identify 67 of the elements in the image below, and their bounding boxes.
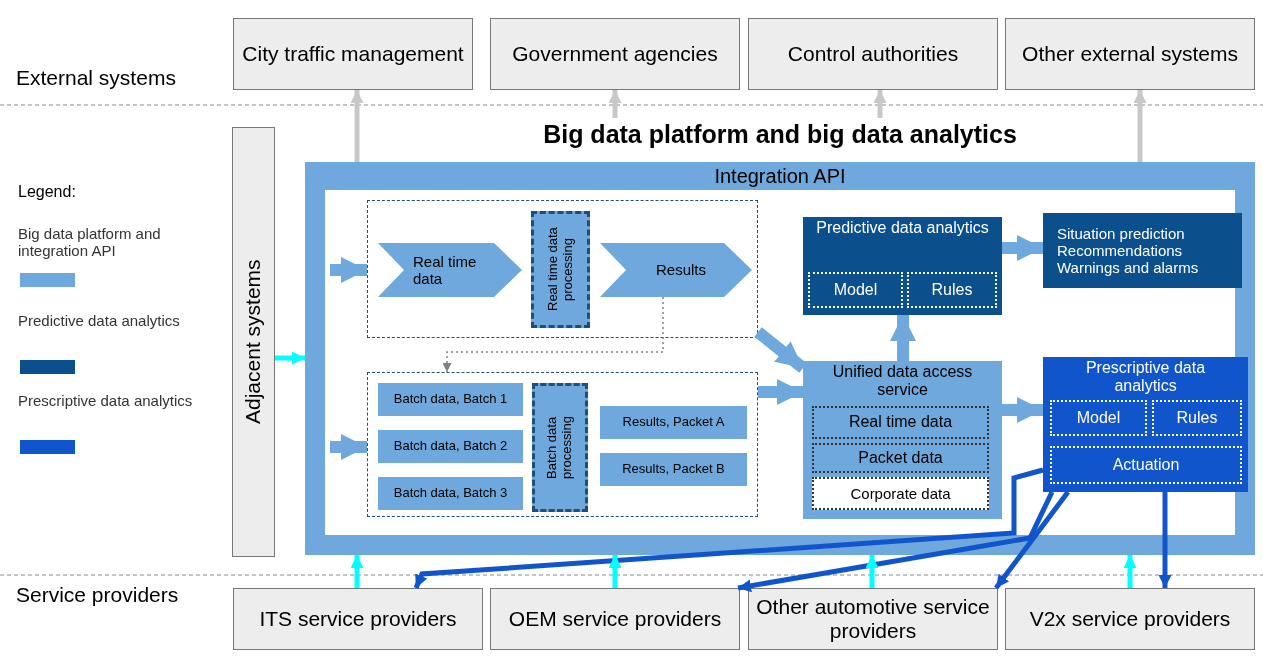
analytics-panel bbox=[803, 217, 1002, 315]
legend-text: Predictive data analytics bbox=[18, 312, 181, 329]
arrow bbox=[994, 490, 1070, 590]
legend-title: Legend: bbox=[18, 183, 76, 201]
arrow bbox=[1158, 492, 1172, 588]
dotted-box: Corporate data bbox=[812, 477, 989, 510]
dashed-group-box bbox=[367, 372, 758, 517]
output-box bbox=[1043, 213, 1242, 288]
processing-box: Real time data processing bbox=[531, 211, 590, 328]
group-title: Prescriptive data analytics bbox=[1084, 359, 1207, 396]
chevron-shape: Results bbox=[600, 243, 752, 297]
system-bar: Adjacent systems bbox=[232, 127, 275, 557]
dotted-box: Model bbox=[1050, 400, 1147, 436]
system-box: Other automotive service providers bbox=[748, 588, 998, 650]
legend-text: Prescriptive data analytics bbox=[18, 392, 194, 409]
system-box: ITS service providers bbox=[233, 588, 483, 650]
block-arrow bbox=[889, 315, 917, 361]
analytics-panel bbox=[1043, 357, 1248, 492]
dotted-box: Rules bbox=[907, 272, 997, 308]
output-text: Recommendations bbox=[1057, 241, 1183, 260]
arrow bbox=[350, 90, 364, 162]
band-title: Integration API bbox=[713, 164, 847, 189]
arrow bbox=[413, 467, 1044, 589]
section-label: External systems bbox=[16, 66, 176, 90]
data-box: Batch data, Batch 3 bbox=[378, 477, 523, 510]
system-box: City traffic management bbox=[233, 18, 473, 90]
dotted-box: Actuation bbox=[1050, 446, 1242, 484]
system-box: Control authorities bbox=[748, 18, 998, 90]
system-box: OEM service providers bbox=[490, 588, 740, 650]
dotted-box: Packet data bbox=[812, 443, 989, 473]
block-arrow bbox=[758, 378, 803, 406]
service-panel bbox=[803, 361, 1002, 519]
system-box: Government agencies bbox=[490, 18, 740, 90]
arrow bbox=[737, 490, 1055, 593]
system-box: Other external systems bbox=[1005, 18, 1255, 90]
dotted-box: Rules bbox=[1152, 400, 1242, 436]
data-box: Batch data, Batch 1 bbox=[378, 383, 523, 416]
block-arrow bbox=[330, 256, 367, 284]
system-box: V2x service providers bbox=[1005, 588, 1255, 650]
arrow bbox=[873, 90, 887, 118]
section-label: Service providers bbox=[16, 583, 179, 607]
group-title: Unified data access service bbox=[831, 363, 974, 400]
data-box: Batch data, Batch 2 bbox=[378, 430, 523, 463]
arrow bbox=[608, 90, 622, 118]
block-arrow bbox=[330, 433, 367, 461]
data-box: Results, Packet B bbox=[600, 453, 747, 486]
group-title: Predictive data analytics bbox=[815, 219, 990, 238]
dotted-box: Real time data bbox=[812, 406, 989, 439]
processing-box: Batch data processing bbox=[532, 383, 588, 512]
heading: Big data platform and big data analytics bbox=[542, 120, 1018, 149]
block-arrow bbox=[1002, 396, 1043, 424]
legend-text: Big data platform and integration API bbox=[18, 225, 162, 259]
dashed-group-box bbox=[367, 200, 758, 338]
output-text: Warnings and alarms bbox=[1057, 259, 1199, 277]
data-box: Results, Packet A bbox=[600, 406, 747, 439]
dotted-box: Model bbox=[808, 272, 903, 308]
arrow bbox=[350, 555, 364, 588]
arrow bbox=[275, 351, 305, 365]
arrow bbox=[608, 555, 622, 588]
arrow bbox=[865, 555, 879, 588]
block-arrow bbox=[754, 327, 807, 373]
output-text: Situation prediction bbox=[1057, 224, 1185, 242]
block-arrow bbox=[1002, 234, 1043, 262]
chevron-shape: Real time data bbox=[378, 243, 522, 297]
arrow bbox=[1133, 90, 1147, 162]
arrow bbox=[1123, 555, 1137, 588]
dotted-arrow bbox=[442, 296, 664, 373]
